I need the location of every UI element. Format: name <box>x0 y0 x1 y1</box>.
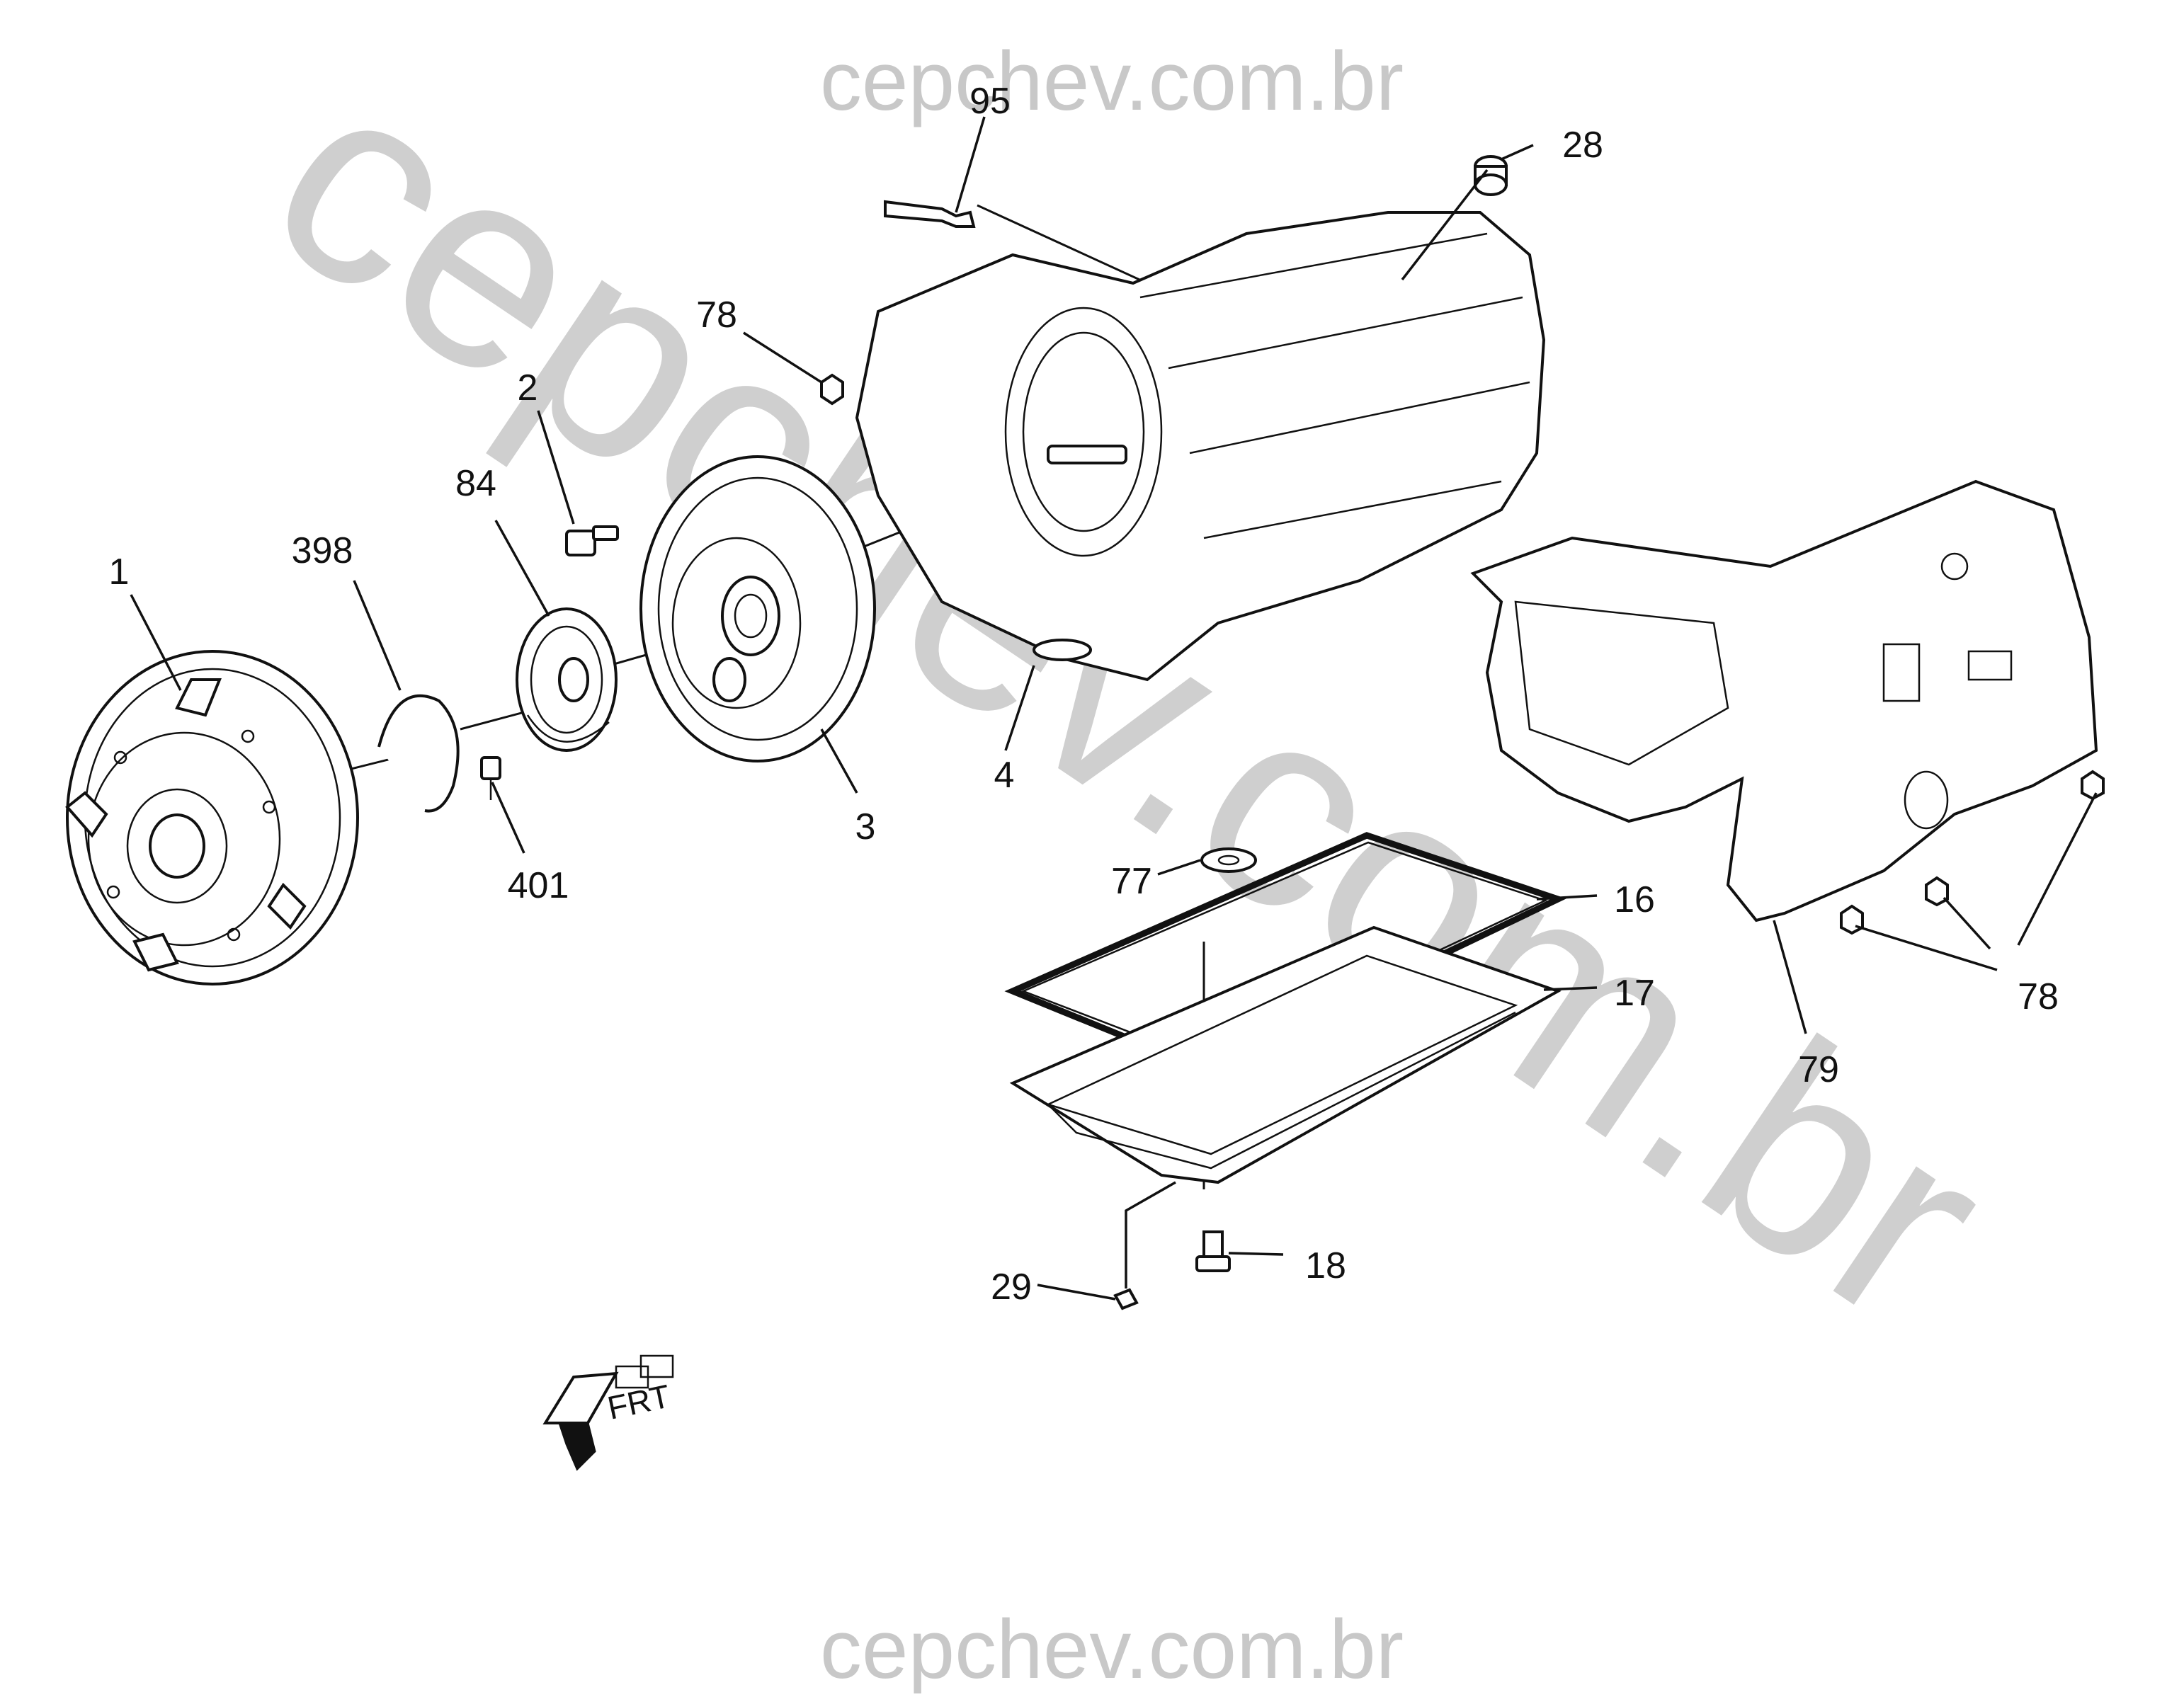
callout-84: 84 <box>455 463 496 504</box>
drain-bolt <box>1195 1230 1231 1272</box>
callout-401: 401 <box>508 865 569 906</box>
watermark-bottom-text: cepchev.com.br <box>820 1603 1404 1693</box>
callout-16: 16 <box>1614 879 1655 920</box>
callout-1: 1 <box>109 552 130 593</box>
leader-lines <box>130 116 2098 1301</box>
callout-2: 2 <box>518 367 538 408</box>
transmission-case <box>855 211 1546 682</box>
callout-78-top: 78 <box>696 295 737 336</box>
vent-tube <box>884 200 976 228</box>
front-direction-indicator: FRT <box>542 1354 674 1471</box>
callout-28: 28 <box>1562 125 1603 166</box>
callout-4: 4 <box>994 755 1015 796</box>
grommet-top <box>820 373 844 406</box>
callout-398: 398 <box>292 530 353 571</box>
callout-labels: 95 28 78 2 84 398 1 401 3 4 77 16 17 78 … <box>109 81 2059 1308</box>
watermark-top-text: cepchev.com.br <box>820 35 1404 128</box>
oil-pump <box>639 455 876 762</box>
heat-shield <box>1470 479 2098 922</box>
frt-arrow-head-icon <box>557 1422 596 1471</box>
callout-3: 3 <box>855 806 876 847</box>
frt-label: FRT <box>604 1377 673 1426</box>
case-plug <box>1474 155 1508 196</box>
callout-79: 79 <box>1798 1049 1839 1090</box>
callout-17: 17 <box>1614 973 1655 1014</box>
clip-29 <box>1113 1288 1139 1310</box>
oil-pan <box>1009 925 1562 1184</box>
callout-95: 95 <box>969 81 1011 122</box>
snap-ring <box>377 694 460 813</box>
grommets-right <box>1840 770 2105 935</box>
bolt-401 <box>480 756 501 800</box>
callout-77: 77 <box>1111 861 1152 902</box>
washer <box>1200 847 1257 873</box>
callout-18: 18 <box>1305 1245 1346 1286</box>
pump-seal <box>516 607 618 752</box>
frt-box-2 <box>639 1354 674 1378</box>
callout-78-right: 78 <box>2018 976 2059 1017</box>
callout-29: 29 <box>991 1267 1032 1308</box>
torque-converter <box>65 650 359 985</box>
pump-bolt <box>565 525 619 556</box>
